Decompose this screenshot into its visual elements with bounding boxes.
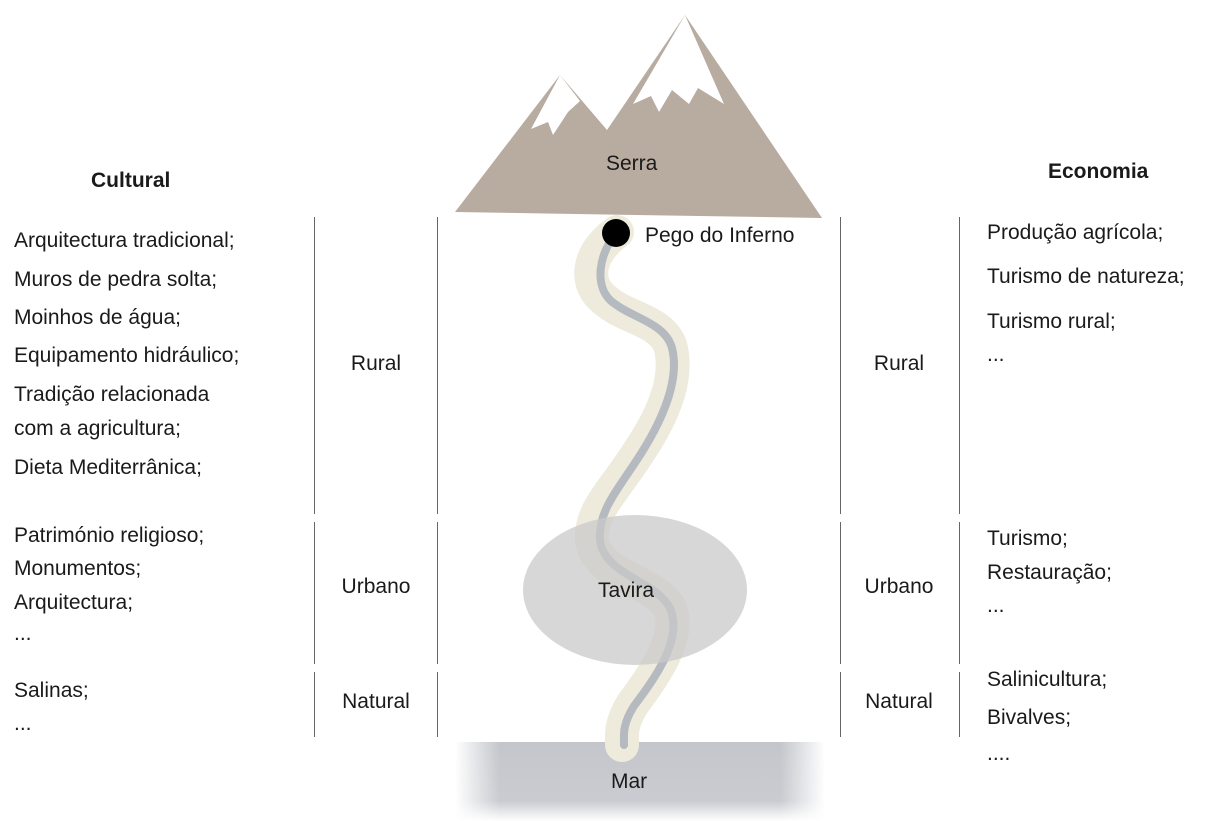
zone-label-natural-left: Natural (342, 690, 410, 713)
zone-label-natural-right: Natural (865, 690, 933, 713)
heading-economia: Economia (1048, 160, 1149, 183)
list-item: Muros de pedra solta; (14, 268, 218, 291)
list-item: ... (987, 594, 1005, 617)
list-item: Turismo rural; (987, 310, 1116, 333)
label-pego-do-inferno: Pego do Inferno (645, 224, 795, 247)
zone-label-urbano-left: Urbano (341, 575, 411, 598)
label-serra: Serra (606, 152, 658, 175)
list-item: Bivalves; (987, 706, 1072, 729)
sea-band (455, 742, 825, 821)
list-item: Equipamento hidráulico; (14, 344, 240, 367)
divider-left-inner (437, 217, 438, 737)
list-item: Moinhos de água; (14, 306, 181, 329)
black-dot-icon (602, 219, 630, 247)
list-item: Turismo; (987, 527, 1068, 550)
list-item: Património religioso; (14, 524, 205, 547)
town-area-ellipse (523, 515, 747, 665)
list-item: Salinicultura; (987, 668, 1108, 691)
divider-left-outer (314, 217, 315, 737)
mountain-icon (455, 15, 822, 218)
list-item: com a agricultura; (14, 417, 181, 440)
zone-label-rural-right: Rural (873, 352, 925, 375)
list-item: Monumentos; (14, 557, 142, 580)
label-tavira: Tavira (598, 579, 655, 602)
list-item: ... (14, 622, 32, 645)
list-item: Restauração; (987, 561, 1112, 584)
list-item: Dieta Mediterrânica; (14, 456, 202, 479)
list-item: Salinas; (14, 679, 89, 702)
zone-label-rural-left: Rural (350, 352, 402, 375)
list-item: Turismo de natureza; (987, 265, 1185, 288)
river-icon (574, 215, 690, 762)
list-item: Produção agrícola; (987, 221, 1164, 244)
list-item: .... (987, 742, 1011, 765)
heading-cultural: Cultural (91, 169, 171, 192)
list-item: Arquitectura tradicional; (14, 229, 235, 252)
divider-right-inner (840, 217, 841, 737)
list-item: ... (14, 712, 32, 735)
label-mar: Mar (611, 770, 648, 793)
divider-right-outer (959, 217, 960, 737)
list-item: Tradição relacionada (14, 383, 210, 406)
list-item: ... (987, 343, 1005, 366)
list-item: Arquitectura; (14, 591, 134, 614)
zone-label-urbano-right: Urbano (864, 575, 934, 598)
